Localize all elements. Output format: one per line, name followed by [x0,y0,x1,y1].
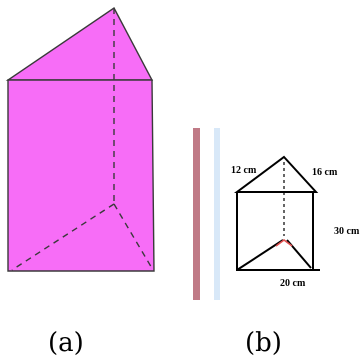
label-left-edge: 12 cm [231,165,257,176]
divider-light-bar [214,128,220,300]
label-height: 30 cm [334,226,360,237]
prism-b-apex-marker [275,239,293,247]
prism-b-front-face [236,192,314,271]
prism-a-top-face [5,6,154,81]
prism-b-base-edge-left [236,239,284,271]
prism-a [5,6,155,272]
prism-a-hidden-base-edge-right [113,203,154,271]
caption-b: (b) [245,328,282,356]
label-right-edge: 16 cm [312,167,338,178]
divider-bar [193,128,200,300]
label-base: 20 cm [280,278,306,289]
caption-a: (a) [48,328,84,356]
prism-b-top-face [233,155,319,193]
prism-a-front-face [7,79,155,272]
prism-a-hidden-base-edge-left [11,203,115,271]
prism-b: 12 cm 16 cm 30 cm 20 cm [231,155,360,289]
